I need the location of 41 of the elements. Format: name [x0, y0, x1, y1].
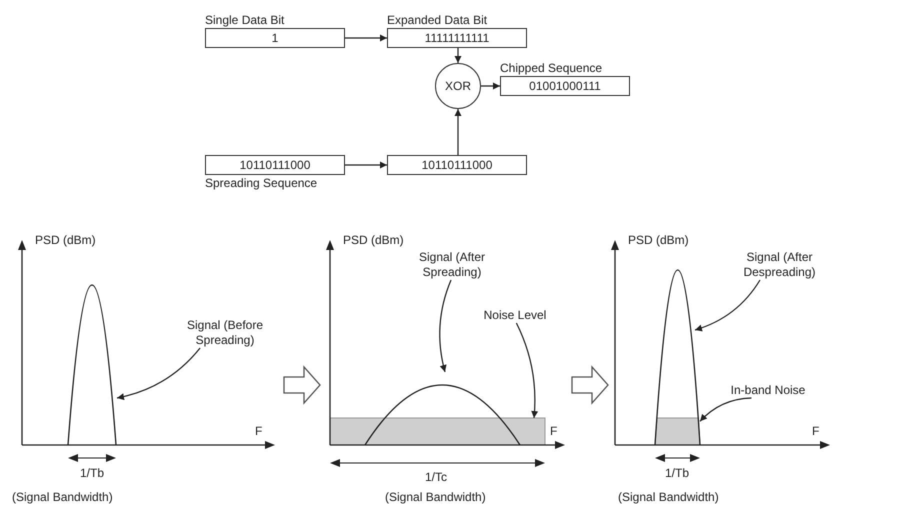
caption-text: (Signal Bandwidth): [385, 490, 486, 504]
dimension-label: 1/Tc: [425, 470, 448, 484]
xor-circle: XOR: [435, 63, 481, 109]
arrow: [700, 397, 752, 422]
noise-area: [330, 418, 546, 446]
dimension-label: 1/Tb: [665, 466, 690, 480]
bit-sequence-box: 1: [205, 28, 345, 48]
annotation-text: Signal (Before Spreading): [165, 318, 285, 348]
annotation-text: In-band Noise: [718, 383, 818, 398]
arrow: [694, 280, 760, 332]
signal-curve: [654, 270, 701, 446]
axis-label: PSD (dBm): [343, 233, 404, 247]
arrow: [516, 322, 538, 418]
bit-sequence-box: 10110111000: [387, 155, 527, 175]
caption-text: (Signal Bandwidth): [12, 490, 113, 504]
box-heading: Single Data Bit: [205, 12, 286, 28]
axis-label: F: [255, 424, 262, 438]
signal-curve: [364, 384, 521, 446]
bit-sequence-box: 10110111000: [205, 155, 345, 175]
dimension-label: 1/Tb: [80, 466, 104, 480]
caption-text: (Signal Bandwidth): [618, 490, 719, 504]
annotation-text: Signal (After Despreading): [712, 250, 847, 280]
box-heading: Chipped Sequence: [500, 60, 604, 76]
arrow: [439, 280, 452, 372]
arrow: [116, 348, 201, 400]
arrow: [345, 162, 387, 168]
arrow: [454, 48, 462, 63]
axis-label: F: [812, 424, 820, 438]
annotation-text: Noise Level: [470, 308, 560, 323]
box-heading: Spreading Sequence: [205, 175, 318, 191]
box-heading: Expanded Data Bit: [387, 12, 488, 28]
annotation-text: Signal (After Spreading): [392, 250, 512, 280]
axis-label: F: [550, 424, 558, 438]
arrow: [454, 109, 462, 155]
bit-sequence-box: 01001000111: [500, 76, 630, 96]
arrow: [345, 34, 387, 42]
signal-curve: [67, 286, 117, 446]
arrow: [481, 82, 500, 90]
axis-label: PSD (dBm): [35, 233, 96, 247]
bit-sequence-box: 11111111111: [387, 28, 527, 48]
axis-label: PSD (dBm): [628, 233, 689, 247]
